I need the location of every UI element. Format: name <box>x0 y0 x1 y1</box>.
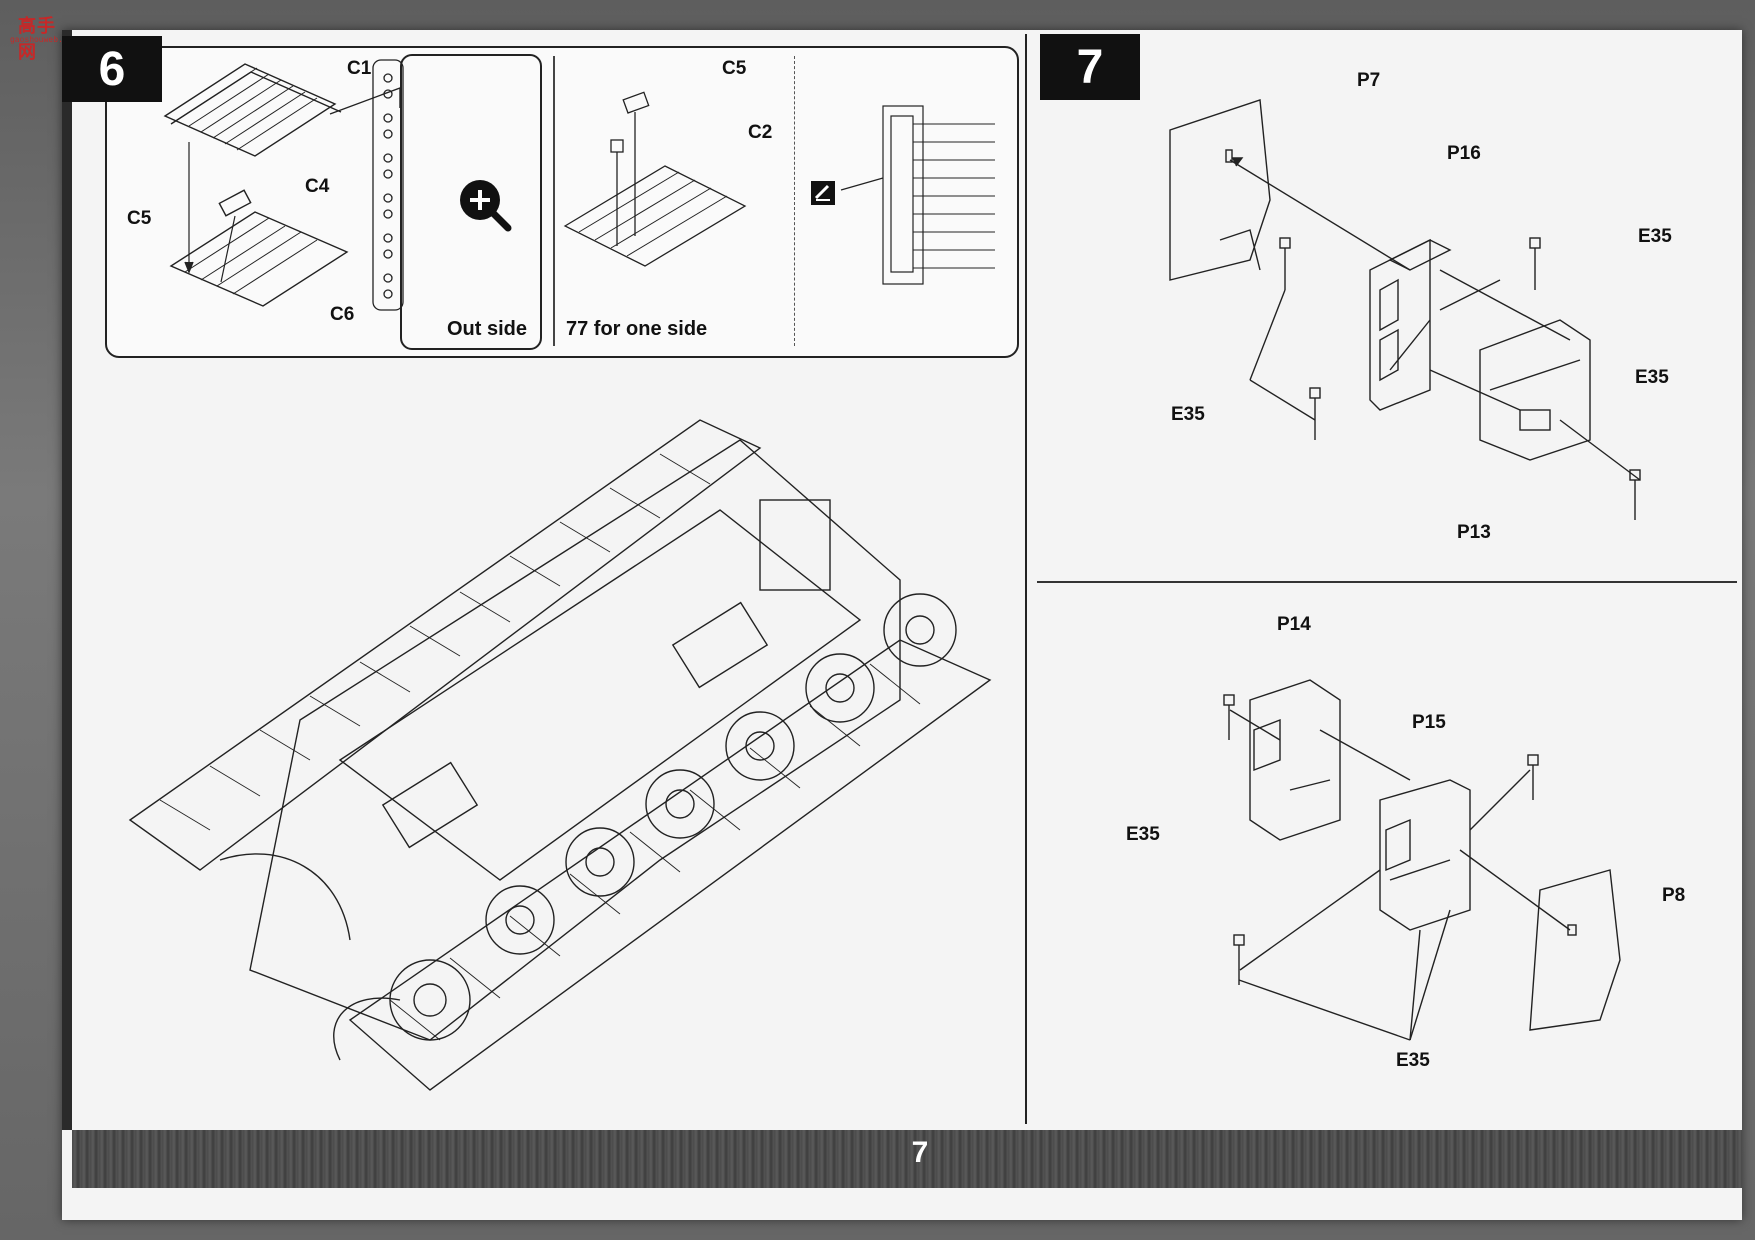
panel-separator <box>553 56 555 346</box>
site-watermark: 高手网 gaoshouweb.com <box>6 6 77 62</box>
step7-column <box>1025 34 1737 1124</box>
cement-icon <box>811 181 835 205</box>
out-side-caption: Out side <box>447 318 528 340</box>
watermark-url: gaoshouweb.com <box>10 36 78 45</box>
magnifier-plus-icon <box>460 180 512 232</box>
part-label-c1: C1 <box>347 58 372 79</box>
step6-number-badge: 6 <box>62 36 162 102</box>
part-label-p16: P16 <box>1447 143 1481 164</box>
step6-parts-frame <box>105 46 1019 358</box>
part-label-c6: C6 <box>330 304 355 325</box>
step7-top-assembly-drawing <box>1169 99 1641 520</box>
page-number: 7 <box>911 1136 929 1169</box>
one-side-count-caption: 77 for one side <box>566 318 708 340</box>
part-label-e35-bottom: E35 <box>1396 1050 1430 1071</box>
part-label-p15: P15 <box>1412 712 1446 733</box>
part-label-e35-bottom-left: E35 <box>1126 824 1160 845</box>
step7-number-badge: 7 <box>1040 34 1140 100</box>
track-link-assembly-drawing <box>163 59 995 311</box>
panel-separator-dashed <box>794 56 795 346</box>
binding-edge <box>62 30 72 1130</box>
part-label-c2: C2 <box>748 122 773 143</box>
part-label-e35-top-right: E35 <box>1638 226 1672 247</box>
part-label-p8: P8 <box>1662 885 1686 906</box>
step7-divider <box>1037 581 1737 583</box>
part-label-e35-left: E35 <box>1171 404 1205 425</box>
part-label-p7: P7 <box>1357 70 1381 91</box>
watermark-logo-text: 高手网 <box>18 16 56 62</box>
part-label-c5: C5 <box>127 208 152 229</box>
part-label-e35-mid-right: E35 <box>1635 367 1669 388</box>
page-footer-bar <box>72 1130 1742 1188</box>
part-label-p14: P14 <box>1277 614 1311 635</box>
step7-bottom-assembly-drawing <box>1223 679 1621 1041</box>
part-label-c4: C4 <box>305 176 330 197</box>
part-label-p13: P13 <box>1457 522 1491 543</box>
hull-with-tracks-drawing <box>128 419 992 1091</box>
part-label-c5-right: C5 <box>722 58 747 79</box>
